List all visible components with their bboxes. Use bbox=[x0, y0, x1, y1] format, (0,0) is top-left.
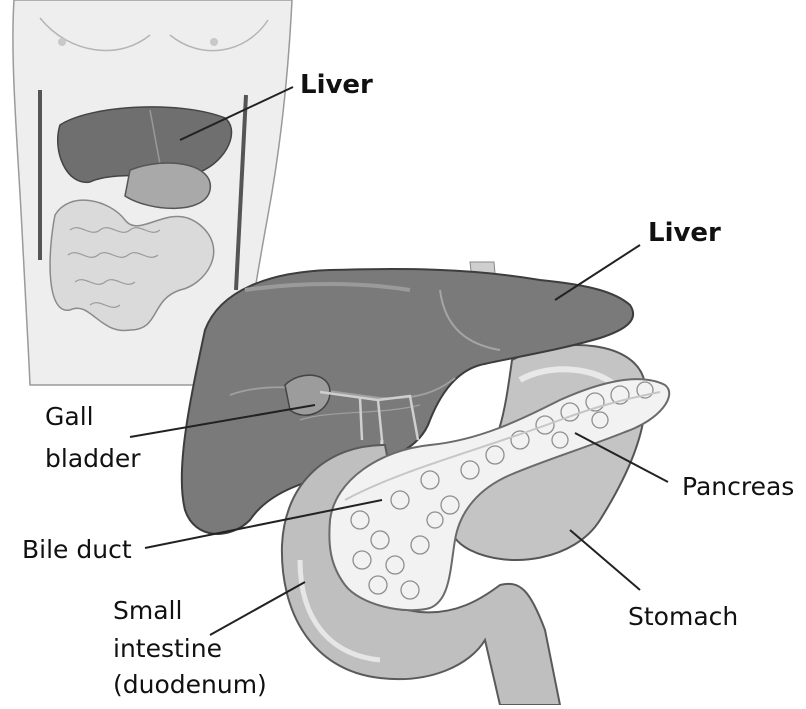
stomach-label: Stomach bbox=[628, 602, 738, 632]
gall-bladder-label-line2: bladder bbox=[45, 444, 141, 474]
small-intestine-label-line1: Small bbox=[113, 596, 182, 626]
gall-bladder-label-line1: Gall bbox=[45, 402, 94, 432]
liver-label: Liver bbox=[648, 218, 721, 248]
pancreas-label: Pancreas bbox=[682, 472, 794, 502]
main-organs bbox=[182, 262, 669, 705]
small-intestine-label-line3: (duodenum) bbox=[113, 670, 267, 700]
bile-duct-label: Bile duct bbox=[22, 535, 132, 565]
inset-liver-label: Liver bbox=[300, 70, 373, 100]
small-intestine-label-line2: intestine bbox=[113, 634, 222, 664]
